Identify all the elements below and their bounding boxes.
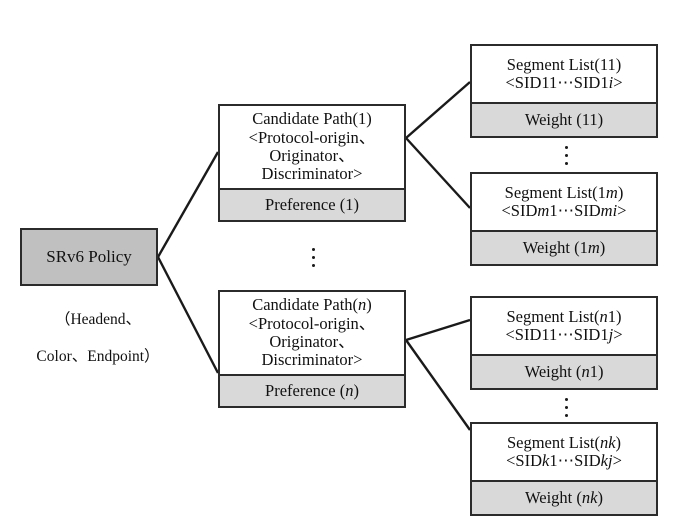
segment-list-sids-nk: <SIDk1⋯SIDkj> [506,451,622,470]
weight-footer-1m: Weight (1m) [472,230,656,264]
candidate-path-title-1: Candidate Path(1) [252,109,372,129]
caption-line-1: （Headend、 [54,310,142,328]
srv6-policy-label: SRv6 Policy [46,247,132,266]
weight-footer-11: Weight (11) [472,102,656,136]
vertical-ellipsis-candidate-paths [310,248,316,267]
edge-pathn-to-seglist-n1 [405,318,471,342]
candidate-path-attr-n-line1: <Protocol-origin、 [248,313,376,333]
ellipsis-dot [564,398,568,401]
edge-path1-to-seglist-11 [405,81,471,139]
segment-list-body-11: Segment List(11) <SID11⋯SID1i> [472,46,656,102]
candidate-path-node-1[interactable]: Candidate Path(1) <Protocol-origin、 Orig… [218,104,406,222]
segment-list-node-nk[interactable]: Segment List(nk) <SIDk1⋯SIDkj> Weight (n… [470,422,658,516]
segment-list-title-1m: Segment List(1m) [504,182,624,202]
weight-label-n1: Weight (n1) [524,362,604,381]
edge-path1-to-seglist-1m [405,137,471,209]
segment-list-sids-11: <SID11⋯SID1i> [505,73,623,92]
vertical-ellipsis-segment-lists-pathn [563,398,569,417]
ellipsis-dot [564,406,568,409]
ellipsis-dot [564,414,568,417]
ellipsis-dot [564,154,568,157]
srv6-policy-caption: （Headend、 Color、Endpoint） [0,292,198,385]
candidate-path-body-1: Candidate Path(1) <Protocol-origin、 Orig… [220,106,404,188]
edge-root-to-path-1 [156,151,220,258]
preference-label-n: Preference (n) [265,381,359,400]
candidate-path-node-n[interactable]: Candidate Path(n) <Protocol-origin、 Orig… [218,290,406,408]
weight-footer-nk: Weight (nk) [472,480,656,514]
candidate-path-attr-1-line3: Discriminator> [261,164,363,184]
weight-label-1m: Weight (1m) [522,238,606,257]
candidate-path-attr-n-line2: Originator、 [269,332,355,351]
segment-list-title-n1: Segment List(n1) [506,306,622,326]
segment-list-body-nk: Segment List(nk) <SIDk1⋯SIDkj> [472,424,656,480]
segment-list-title-11: Segment List(11) [506,54,622,74]
candidate-path-title-n: Candidate Path(n) [252,295,372,315]
segment-list-node-11[interactable]: Segment List(11) <SID11⋯SID1i> Weight (1… [470,44,658,138]
segment-list-body-n1: Segment List(n1) <SID11⋯SID1j> [472,298,656,354]
preference-footer-1: Preference (1) [220,188,404,220]
segment-list-title-nk: Segment List(nk) [506,432,622,452]
ellipsis-dot [564,162,568,165]
edge-pathn-to-seglist-nk [405,339,471,431]
ellipsis-dot [564,146,568,149]
ellipsis-dot [311,256,315,259]
weight-label-nk: Weight (nk) [525,488,603,507]
candidate-path-attr-n-line3: Discriminator> [261,350,363,370]
srv6-policy-node[interactable]: SRv6 Policy [20,228,158,286]
caption-line-2: Color、Endpoint） [36,347,160,365]
vertical-ellipsis-segment-lists-path1 [563,146,569,165]
weight-footer-n1: Weight (n1) [472,354,656,388]
segment-list-sids-n1: <SID11⋯SID1j> [505,325,623,344]
segment-list-body-1m: Segment List(1m) <SIDm1⋯SIDmi> [472,174,656,230]
segment-list-node-1m[interactable]: Segment List(1m) <SIDm1⋯SIDmi> Weight (1… [470,172,658,266]
preference-footer-n: Preference (n) [220,374,404,406]
ellipsis-dot [311,264,315,267]
weight-label-11: Weight (11) [524,110,604,129]
candidate-path-attr-1-line1: <Protocol-origin、 [248,127,376,147]
candidate-path-attr-1-line2: Originator、 [269,146,355,165]
preference-label-1: Preference (1) [265,195,359,214]
candidate-path-body-n: Candidate Path(n) <Protocol-origin、 Orig… [220,292,404,374]
segment-list-node-n1[interactable]: Segment List(n1) <SID11⋯SID1j> Weight (n… [470,296,658,390]
segment-list-sids-1m: <SIDm1⋯SIDmi> [501,201,627,220]
ellipsis-dot [311,248,315,251]
